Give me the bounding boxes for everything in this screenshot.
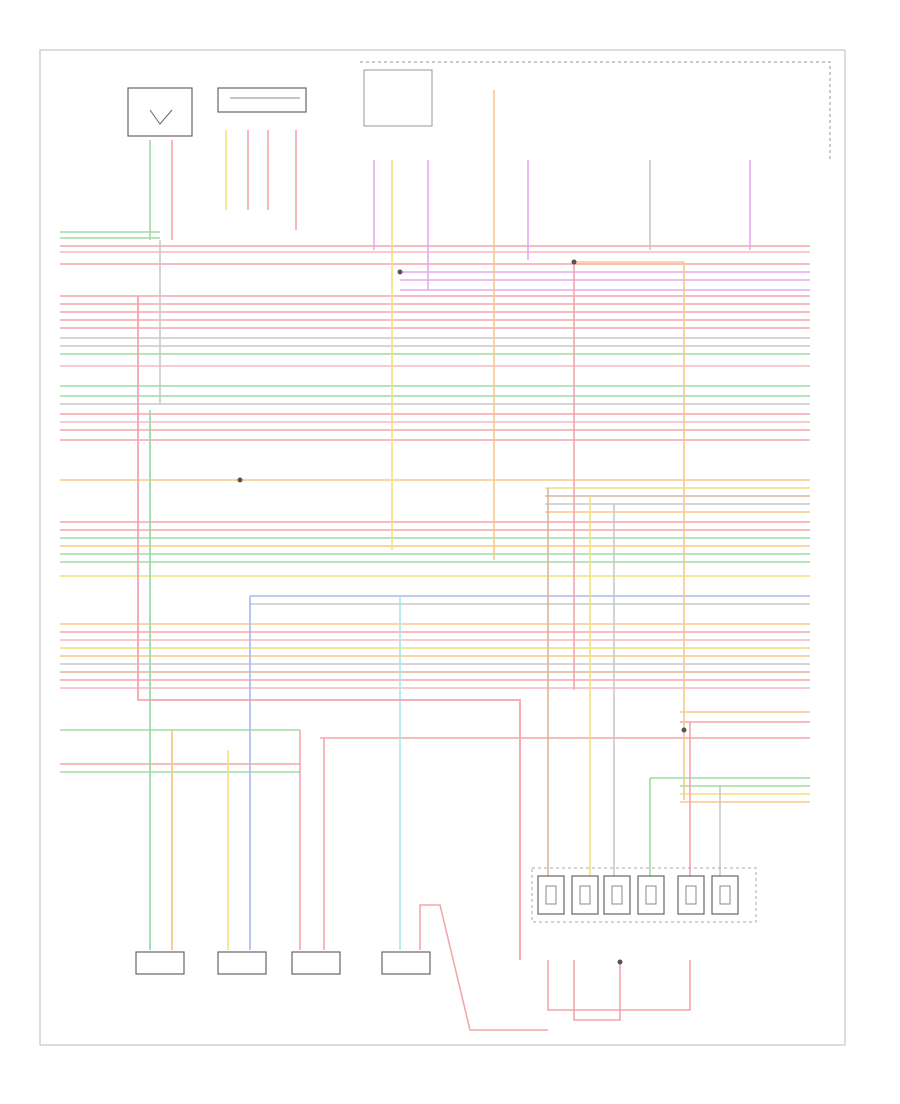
component-bottom-sensor-2 [217,951,267,975]
component-bottom-sensor-4 [381,951,431,975]
splice-dot-3 [237,477,243,483]
fuel-injector-coil-icon-1 [545,885,557,905]
component-transmission-box [360,61,831,160]
component-layer [127,61,831,975]
riser-wire-red-splice [547,960,691,1011]
diagram-frame [39,49,846,1046]
component-top-left-switch [127,87,193,137]
splice-dot-2 [681,727,687,733]
fuel-injector-5 [677,875,705,915]
component-top-center-sensor [217,87,307,113]
fuel-injector-coil-icon-2 [579,885,591,905]
wire-layer [60,90,810,1031]
component-fuel-injectors [531,867,757,923]
component-bottom-sensor-1 [135,951,185,975]
switch-contact-icon [149,109,173,125]
riser-wire-red-3 [419,904,548,1031]
splice-dot-4 [397,269,403,275]
fuel-injector-coil-icon-5 [685,885,697,905]
fuel-injector-3 [603,875,631,915]
fuel-injector-1 [537,875,565,915]
fuel-injector-coil-icon-3 [611,885,623,905]
splice-dot-5 [617,959,623,965]
fuel-injector-6 [711,875,739,915]
fuel-injector-coil-icon-6 [719,885,731,905]
splice-dot-1 [571,259,577,265]
riser-wire-red-splice-2 [573,960,621,1021]
riser-wire-red-left [137,296,521,960]
fuel-injector-4 [637,875,665,915]
fuel-injector-coil-icon-4 [645,885,657,905]
transmission-solenoid-block [363,69,433,127]
fuel-injector-2 [571,875,599,915]
component-bottom-sensor-3 [291,951,341,975]
